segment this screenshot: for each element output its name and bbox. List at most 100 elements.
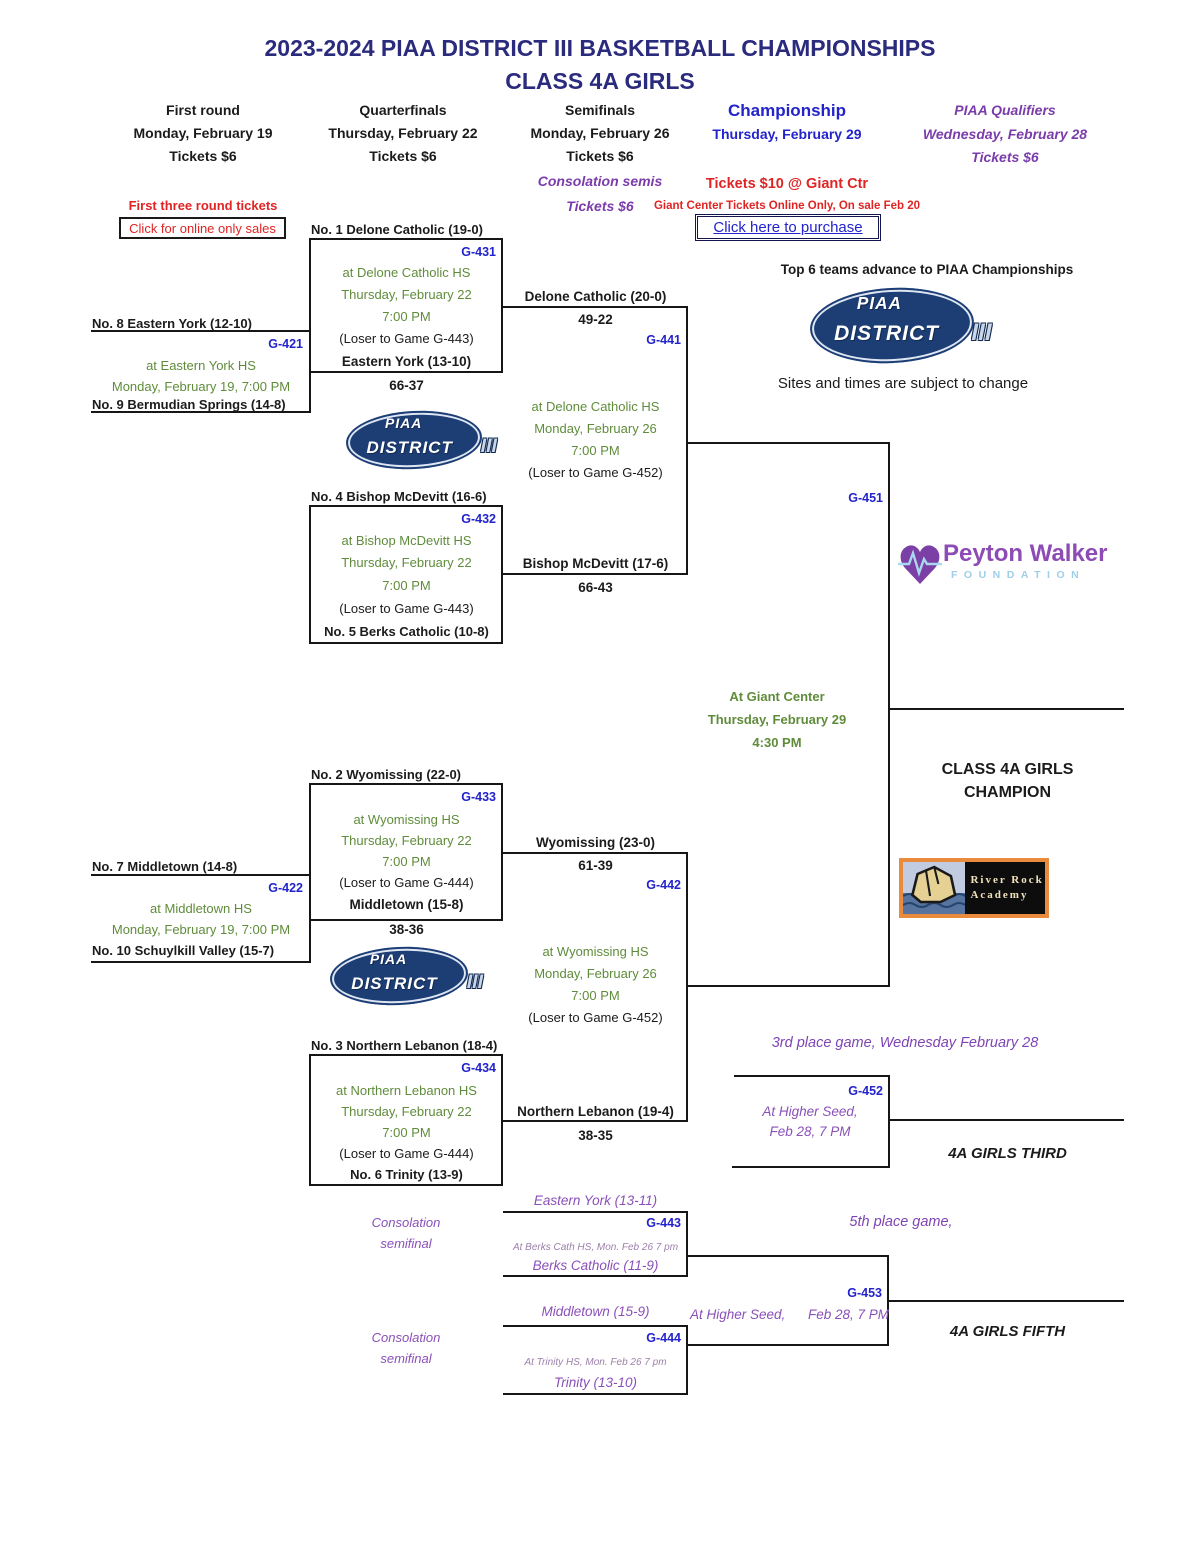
game-code: G-434 (461, 1061, 496, 1075)
purchase-tickets-link[interactable]: Click here to purchase (695, 214, 881, 241)
loser-note: (Loser to Game G-443) (339, 601, 474, 616)
game-venue: At Berks Cath HS, Mon. Feb 26 7 pm (512, 1242, 679, 1253)
bracket-line (888, 708, 1124, 710)
piaa-logo-text: DISTRICT (366, 437, 453, 457)
game-datetime: Feb 28, 7 PM (808, 1307, 890, 1322)
game-date: Thursday, February 29 (707, 712, 847, 727)
seed-team: No. 1 Delone Catholic (19-0) (311, 222, 483, 237)
bracket-line (887, 1300, 1124, 1302)
bracket-line (309, 783, 311, 963)
bracket-line (503, 1393, 688, 1395)
game-code: G-442 (646, 878, 681, 892)
game-score: 66-37 (389, 378, 424, 393)
consolation-semis-tickets: Tickets $6 (566, 198, 634, 214)
consolation-team: Middletown (15-9) (541, 1304, 650, 1319)
game-code: G-441 (646, 333, 681, 347)
bracket-line (501, 238, 503, 373)
subject-to-change-note: Sites and times are subject to change (777, 375, 1029, 392)
bracket-line (686, 852, 688, 1122)
game-time: 7:00 PM (382, 1125, 431, 1140)
game-venue: at Middletown HS (150, 901, 252, 916)
bracket-line (503, 1211, 688, 1213)
place-winner-label: 4A GIRLS THIRD (948, 1145, 1067, 1162)
piaa-district-iii-logo: PIAA DISTRICT III (328, 943, 483, 1009)
bracket-line (310, 642, 503, 644)
bracket-line (501, 573, 688, 575)
bracket-line (887, 1255, 889, 1346)
seed-team: No. 9 Bermudian Springs (14-8) (92, 397, 286, 412)
game-time: 7:00 PM (382, 578, 431, 593)
game-time: 4:30 PM (752, 735, 802, 750)
game-score: 61-39 (578, 858, 613, 873)
bracket-line (888, 442, 890, 987)
consolation-label: Consolation (371, 1330, 441, 1345)
game-datetime: Monday, February 19, 7:00 PM (111, 922, 291, 937)
game-score: 49-22 (578, 312, 613, 327)
piaa-logo-text: PIAA (385, 415, 423, 432)
online-only-sales-link[interactable]: Click for online only sales (119, 217, 286, 239)
game-venue: at Wyomissing HS (542, 944, 649, 959)
game-time: 7:00 PM (382, 854, 431, 869)
place-winner-label: 4A GIRLS FIFTH (949, 1323, 1066, 1340)
game-date: Thursday, February 22 (341, 833, 472, 848)
game-date: Thursday, February 22 (341, 1104, 472, 1119)
game-datetime: Monday, February 19, 7:00 PM (111, 379, 291, 394)
page-title: 2023-2024 PIAA DISTRICT III BASKETBALL C… (264, 35, 936, 61)
piaa-logo-text: III (971, 318, 992, 346)
bracket-line (686, 306, 688, 575)
advancing-team: Northern Lebanon (19-4) (517, 1104, 674, 1119)
piaa-district-iii-logo: PIAA DISTRICT III (808, 283, 992, 367)
piaa-logo-text: DISTRICT (834, 321, 939, 345)
game-venue: at Northern Lebanon HS (336, 1083, 477, 1098)
piaa-logo-text: PIAA (369, 951, 408, 968)
piaa-logo-text: III (466, 971, 483, 994)
game-code: G-453 (847, 1286, 882, 1300)
game-time: 7:00 PM (571, 443, 620, 458)
giant-center-online-note: Giant Center Tickets Online Only, On sal… (653, 200, 921, 212)
loser-note: (Loser to Game G-452) (528, 1010, 663, 1025)
heart-ekg-icon (898, 545, 942, 584)
game-venue: At Higher Seed, (762, 1104, 858, 1119)
seed-team: No. 2 Wyomissing (22-0) (311, 767, 462, 782)
advancing-team: Eastern York (13-10) (341, 354, 472, 369)
bracket-line (309, 238, 311, 413)
bracket-line (309, 1054, 311, 1186)
game-date: Monday, February 26 (534, 966, 657, 981)
piaa-logo-text: DISTRICT (351, 973, 438, 993)
bracket-line (310, 371, 503, 373)
game-code: G-421 (268, 337, 303, 351)
consolation-team: Trinity (13-10) (553, 1375, 638, 1390)
championship-tickets-note: Tickets $10 @ Giant Ctr (705, 176, 869, 192)
game-date: Thursday, February 22 (341, 555, 472, 570)
loser-note: (Loser to Game G-444) (339, 1146, 474, 1161)
advance-note: Top 6 teams advance to PIAA Championship… (780, 262, 1074, 277)
game-date: Monday, February 26 (534, 421, 657, 436)
bracket-line (501, 783, 503, 921)
round-header-qualifiers: PIAA Qualifiers (954, 102, 1056, 118)
seed-team: No. 6 Trinity (13-9) (350, 1167, 463, 1182)
game-code: G-422 (268, 881, 303, 895)
fifth-place-heading: 5th place game, (849, 1214, 953, 1230)
peyton-walker-foundation-logo: Peyton Walker FOUNDATION (897, 540, 1109, 590)
peyton-walker-logo-text: Peyton Walker (943, 540, 1108, 567)
game-code: G-431 (461, 245, 496, 259)
game-code: G-443 (646, 1216, 681, 1230)
consolation-semis-note: Consolation semis (537, 173, 663, 189)
loser-note: (Loser to Game G-452) (528, 465, 663, 480)
game-code: G-451 (848, 491, 883, 505)
game-venue: At Higher Seed, (690, 1307, 786, 1322)
page-subtitle: CLASS 4A GIRLS (505, 68, 695, 94)
consolation-label: Consolation (371, 1215, 441, 1230)
game-venue: At Trinity HS, Mon. Feb 26 7 pm (524, 1357, 667, 1368)
bracket-line (732, 1166, 890, 1168)
bracket-line (501, 306, 688, 308)
game-venue: at Bishop McDevitt HS (341, 533, 472, 548)
loser-note: (Loser to Game G-443) (339, 331, 474, 346)
round-header-championship: Championship (727, 101, 847, 120)
game-time: 7:00 PM (571, 988, 620, 1003)
bracket-line (888, 1075, 890, 1168)
game-venue: at Wyomissing HS (353, 812, 460, 827)
piaa-district-iii-logo: PIAA DISTRICT III (344, 407, 497, 473)
advancing-team: Wyomissing (23-0) (535, 835, 656, 850)
